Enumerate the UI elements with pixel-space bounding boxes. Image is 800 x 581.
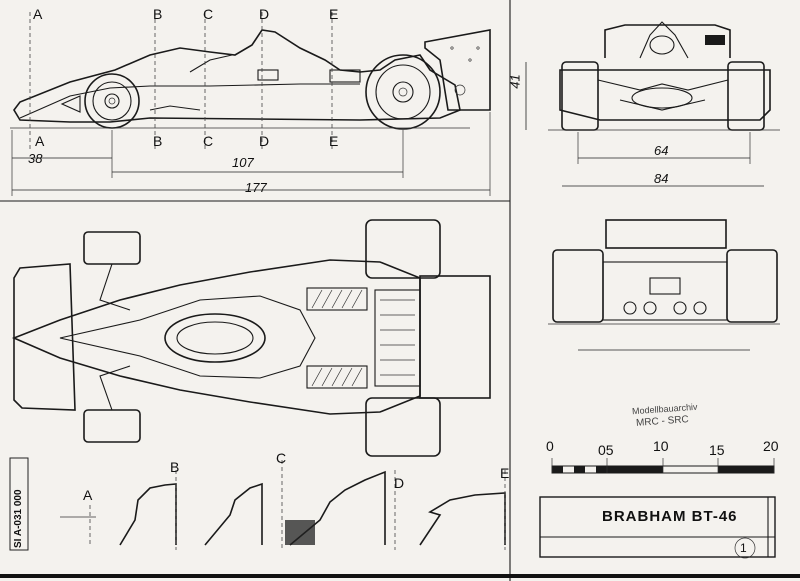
station-label-bottom-e: E	[329, 133, 339, 149]
section-label-b: B	[170, 459, 180, 475]
dimension-64: 64	[654, 143, 669, 158]
drawing-title: BRABHAM BT-46	[602, 508, 738, 525]
station-label-top-d: D	[259, 6, 270, 22]
top-view-car	[11, 219, 491, 457]
side-stamp-text: SI A-031 000	[13, 489, 24, 548]
station-label-top-b: B	[153, 6, 163, 22]
scale-tick-20: 20	[763, 438, 779, 454]
dimension-107: 107	[232, 155, 254, 170]
scale-tick-15: 15	[709, 442, 725, 458]
side-view-car	[10, 12, 491, 196]
cross-sections	[60, 460, 506, 550]
station-label-top-e: E	[329, 6, 339, 22]
front-view-car	[525, 21, 780, 187]
scale-tick-10: 10	[653, 438, 669, 454]
dimension-177: 177	[245, 180, 267, 195]
dimension-84: 84	[654, 171, 669, 186]
scale-tick-05: 05	[598, 442, 614, 458]
section-label-e: E	[500, 465, 510, 481]
station-label-bottom-c: C	[203, 133, 214, 149]
station-label-bottom-a: A	[35, 133, 45, 149]
sheet-number: 1	[740, 541, 747, 555]
stamp-box	[9, 457, 29, 551]
dimension-41: 41	[507, 74, 523, 89]
station-label-top-c: C	[203, 6, 214, 22]
dimension-38: 38	[28, 151, 43, 166]
station-label-top-a: A	[33, 6, 43, 22]
section-label-a: A	[83, 487, 93, 503]
section-label-d: D	[394, 475, 405, 491]
station-label-bottom-b: B	[153, 133, 163, 149]
section-label-c: C	[276, 450, 287, 466]
title-block-frame	[539, 496, 776, 559]
station-label-bottom-d: D	[259, 133, 270, 149]
rear-view-car	[548, 219, 780, 351]
scale-bar	[551, 458, 775, 474]
scale-tick-0: 0	[546, 438, 554, 454]
